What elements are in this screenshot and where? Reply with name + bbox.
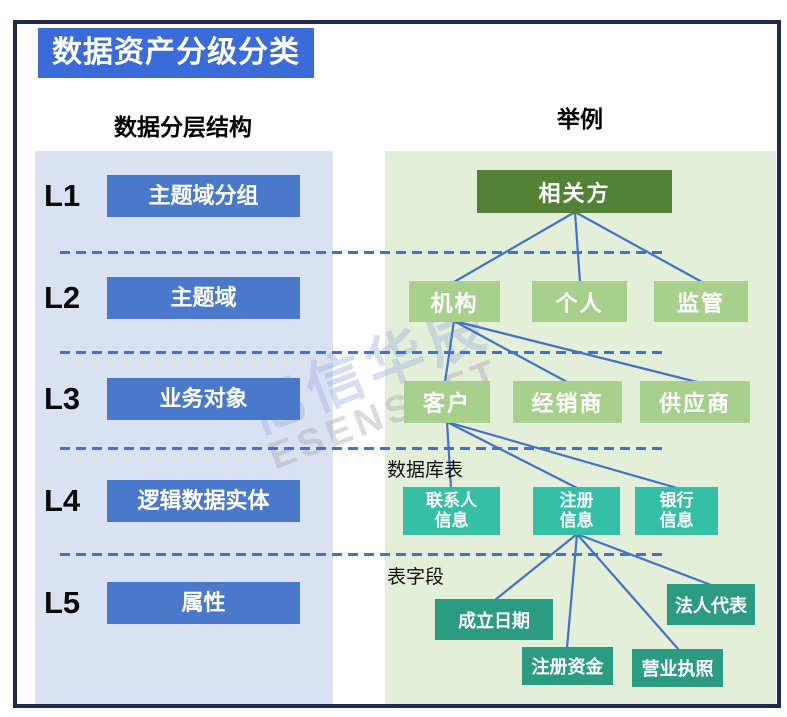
- level-id-l1: L1: [44, 178, 81, 213]
- tree-node-root: 相关方: [477, 170, 672, 213]
- level-box-l4: 逻辑数据实体: [107, 480, 300, 522]
- level-box-l2: 主题域: [107, 277, 300, 319]
- level-divider-1: [60, 251, 667, 254]
- database-table-label: 数据库表: [387, 460, 464, 481]
- node-line1: 联系人: [426, 490, 477, 510]
- node-line2: 信息: [434, 511, 469, 530]
- level-box-l1: 主题域分组: [107, 175, 300, 217]
- level-id-l3: L3: [44, 381, 81, 416]
- tree-node-supplier: 供应商: [640, 381, 750, 423]
- level-id-l5: L5: [44, 585, 81, 620]
- right-column-header: 举例: [557, 106, 603, 132]
- tree-node-individual: 个人: [532, 281, 627, 322]
- outer-frame: [13, 20, 781, 708]
- level-box-l5: 属性: [107, 582, 300, 624]
- tree-node-bank-info: 银行 信息: [635, 487, 718, 535]
- page-title: 数据资产分级分类: [38, 28, 314, 78]
- tree-node-business-license: 营业执照: [632, 649, 723, 687]
- left-column-header: 数据分层结构: [114, 114, 252, 140]
- node-line1: 银行: [659, 490, 694, 510]
- tree-node-regulator: 监管: [654, 281, 748, 322]
- level-divider-3: [60, 447, 667, 450]
- tree-node-contact-info: 联系人 信息: [403, 487, 500, 535]
- tree-node-customer: 客户: [404, 381, 490, 423]
- node-line2: 信息: [659, 511, 694, 530]
- node-line1: 注册: [559, 490, 594, 510]
- tree-node-dealer: 经销商: [513, 381, 622, 423]
- level-box-l3: 业务对象: [107, 378, 300, 420]
- tree-node-registration-info: 注册 信息: [533, 487, 620, 535]
- tree-node-registered-capital: 注册资金: [522, 647, 613, 685]
- level-id-l2: L2: [44, 280, 81, 315]
- tree-node-founding-date: 成立日期: [435, 599, 553, 640]
- tree-node-legal-representative: 法人代表: [667, 584, 755, 625]
- node-line2: 信息: [559, 511, 594, 530]
- level-divider-4: [60, 553, 667, 556]
- level-divider-2: [60, 351, 667, 354]
- tree-node-institution: 机构: [409, 281, 500, 322]
- level-id-l4: L4: [44, 483, 81, 518]
- table-field-label: 表字段: [387, 567, 445, 588]
